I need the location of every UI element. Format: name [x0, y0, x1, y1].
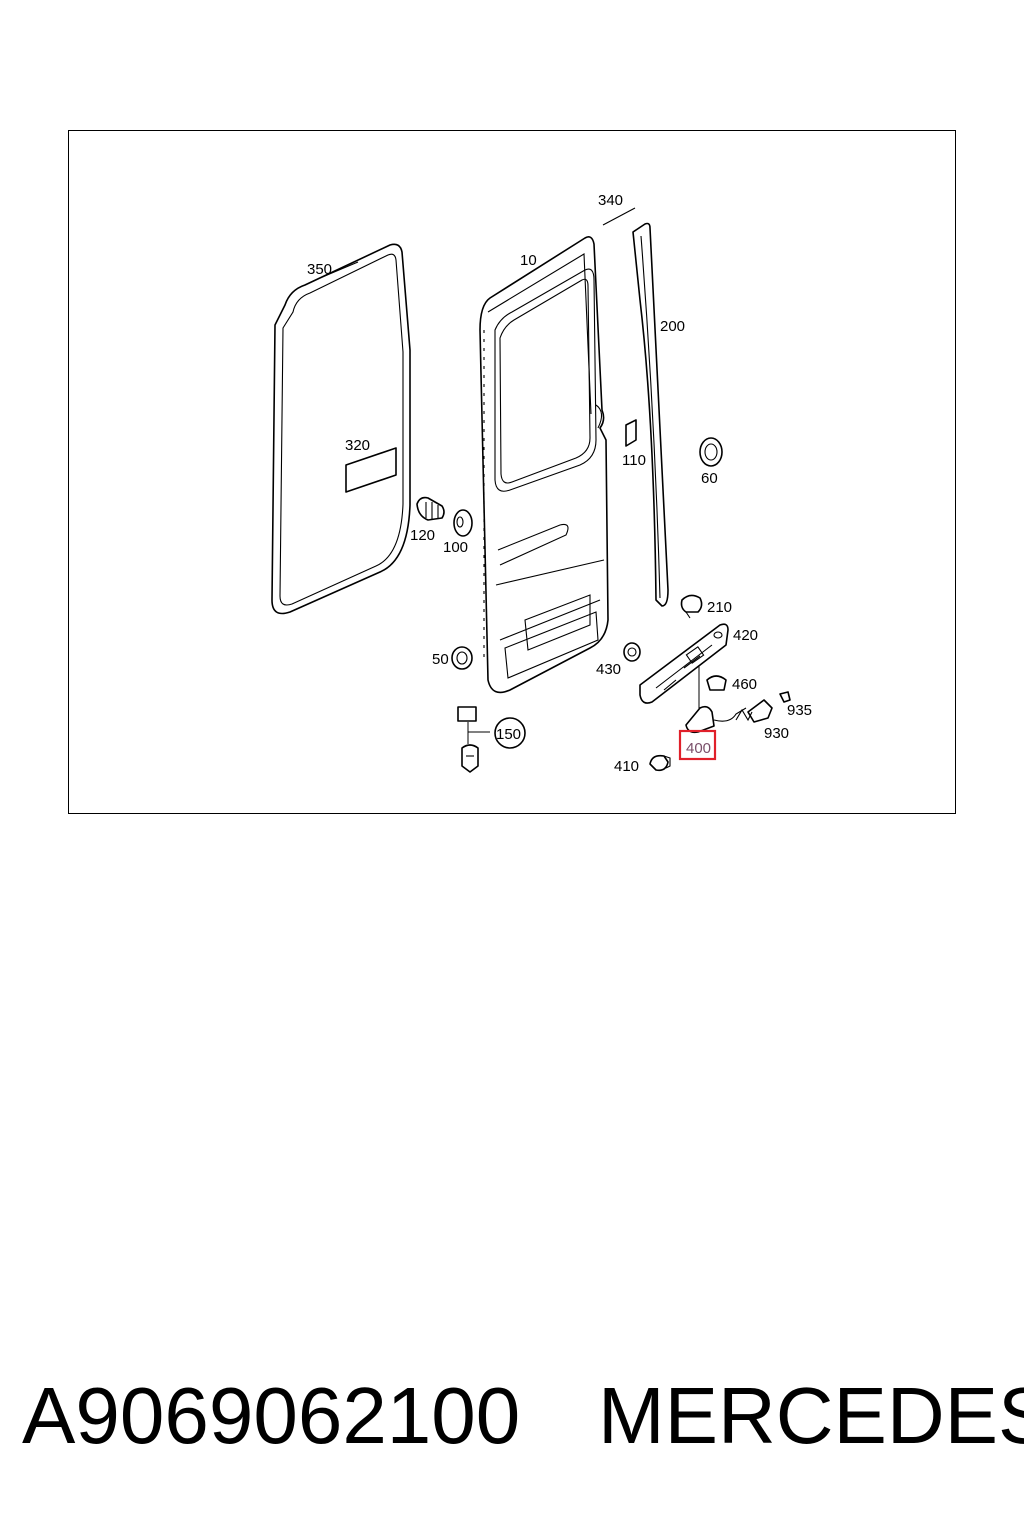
bumper-stop-120: [416, 496, 445, 521]
label-50: 50: [432, 651, 449, 668]
label-420: 420: [733, 627, 758, 644]
label-460: 460: [732, 676, 757, 693]
grommet-60: [699, 437, 723, 467]
brand-name: MERCEDES: [598, 1371, 1024, 1460]
bulb-410: [649, 754, 671, 772]
plug-460: [706, 675, 727, 691]
handle-housing-420: [639, 623, 729, 704]
label-10: 10: [520, 252, 537, 269]
part-number: A9069062100: [22, 1371, 521, 1460]
label-930: 930: [764, 725, 789, 742]
assembly-150: [457, 706, 526, 773]
label-320: 320: [345, 437, 370, 454]
rear-door-10: [479, 236, 609, 694]
label-935: 935: [787, 702, 812, 719]
license-lamp-400: [685, 705, 747, 734]
label-210: 210: [707, 599, 732, 616]
connector-930: [735, 699, 773, 723]
label-340: 340: [598, 192, 623, 209]
seal-strip-200: [632, 222, 669, 607]
rubber-pad-100: [453, 509, 473, 537]
footer-caption: A9069062100 MERCEDES: [0, 1370, 1024, 1470]
window-seal-350: [271, 243, 411, 615]
label-120: 120: [410, 527, 435, 544]
plate-110: [625, 419, 637, 447]
label-350: 350: [307, 261, 332, 278]
label-110: 110: [622, 452, 646, 469]
diagram-frame: [68, 130, 956, 814]
label-430: 430: [596, 661, 621, 678]
sticker-320: [345, 447, 397, 493]
highlight-box-400: [678, 729, 717, 761]
grommet-50: [451, 646, 473, 670]
label-200: 200: [660, 318, 685, 335]
label-60: 60: [701, 470, 718, 487]
label-410: 410: [614, 758, 639, 775]
label-100: 100: [443, 539, 468, 556]
label-150: 150: [496, 726, 521, 743]
clip-430: [623, 642, 641, 662]
label-400: 400: [686, 740, 711, 757]
terminal-935: [779, 691, 791, 703]
strip-340: [602, 207, 636, 226]
clip-210: [680, 594, 703, 619]
